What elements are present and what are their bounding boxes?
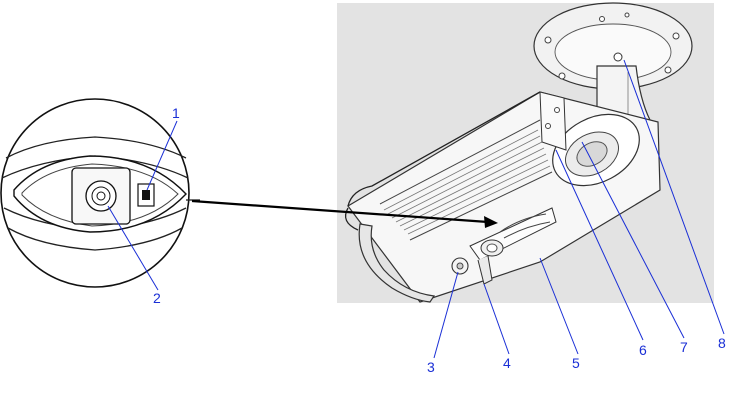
callout-2: 2	[153, 290, 161, 306]
housing-screw	[451, 257, 469, 275]
callout-7: 7	[680, 339, 688, 355]
leader-lines	[107, 59, 725, 359]
side-plate	[539, 91, 567, 151]
callout-labels: 1 2 3 4 5 6 7 8	[153, 105, 726, 375]
callout-4: 4	[503, 355, 511, 371]
internal-board	[469, 207, 557, 285]
camera-housing-illustration	[337, 2, 714, 303]
lens-ring	[552, 113, 640, 187]
callout-3: 3	[427, 359, 435, 375]
callout-6: 6	[639, 342, 647, 358]
front-bezel	[344, 207, 436, 303]
callout-8: 8	[718, 335, 726, 351]
ceiling-mount-plate	[533, 2, 693, 90]
callout-5: 5	[572, 355, 580, 371]
callout-1: 1	[172, 105, 180, 121]
magnified-detail	[0, 98, 200, 288]
pointer-arrow	[191, 199, 498, 228]
